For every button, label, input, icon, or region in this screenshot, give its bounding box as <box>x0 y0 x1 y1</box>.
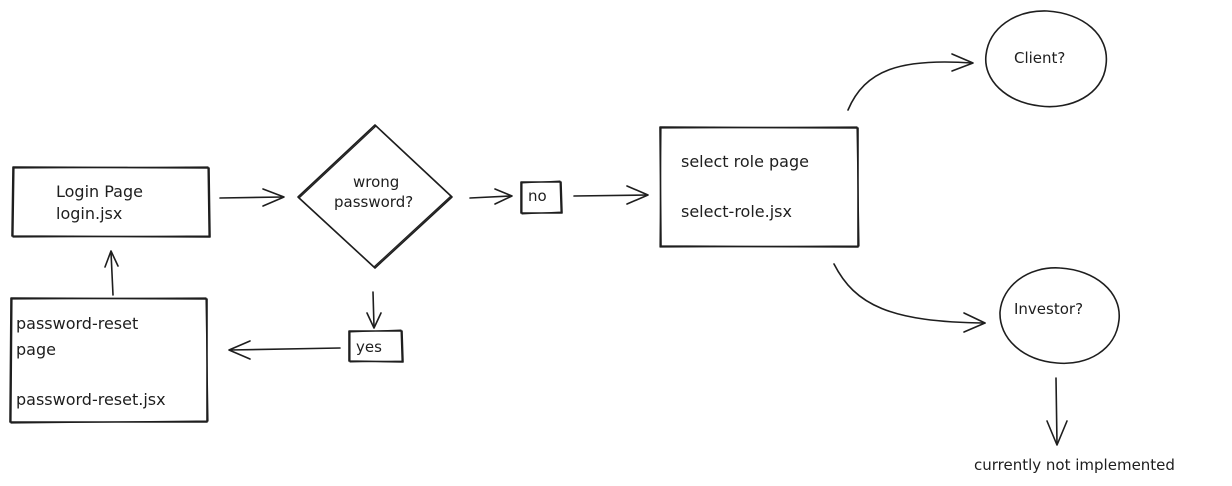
not-implemented-label: currently not implemented <box>974 456 1175 474</box>
client-label: Client? <box>1014 49 1066 67</box>
decision-diamond <box>297 124 453 269</box>
arrow-select-role-to-investor <box>833 263 986 333</box>
arrow-password-reset-to-login <box>104 250 119 296</box>
arrow-no-to-select-role <box>573 185 649 205</box>
decision-label-line2: password? <box>334 193 414 211</box>
arrow-yes-to-password-reset <box>228 340 341 360</box>
login-page-box <box>11 166 211 238</box>
login-page-title: Login Page <box>56 182 143 201</box>
login-page-file: login.jsx <box>56 204 123 223</box>
arrow-decision-to-yes <box>366 291 382 329</box>
select-role-file: select-role.jsx <box>681 202 792 221</box>
arrow-decision-to-no <box>469 188 513 205</box>
yes-box <box>348 329 404 363</box>
arrow-login-to-decision <box>219 188 285 207</box>
decision-label-line1: wrong <box>353 173 400 191</box>
yes-label: yes <box>356 338 382 356</box>
select-role-box <box>659 126 860 248</box>
no-label: no <box>528 187 547 205</box>
no-box <box>520 180 563 215</box>
password-reset-box <box>9 297 209 424</box>
select-role-title: select role page <box>681 152 809 171</box>
arrow-select-role-to-client <box>847 53 974 111</box>
arrow-investor-down <box>1046 377 1068 446</box>
password-reset-subtitle: page <box>16 340 56 359</box>
password-reset-file: password-reset.jsx <box>16 390 166 409</box>
client-ellipse <box>985 10 1108 108</box>
password-reset-title: password-reset <box>16 314 139 333</box>
investor-ellipse <box>999 267 1120 365</box>
investor-label: Investor? <box>1014 300 1084 318</box>
